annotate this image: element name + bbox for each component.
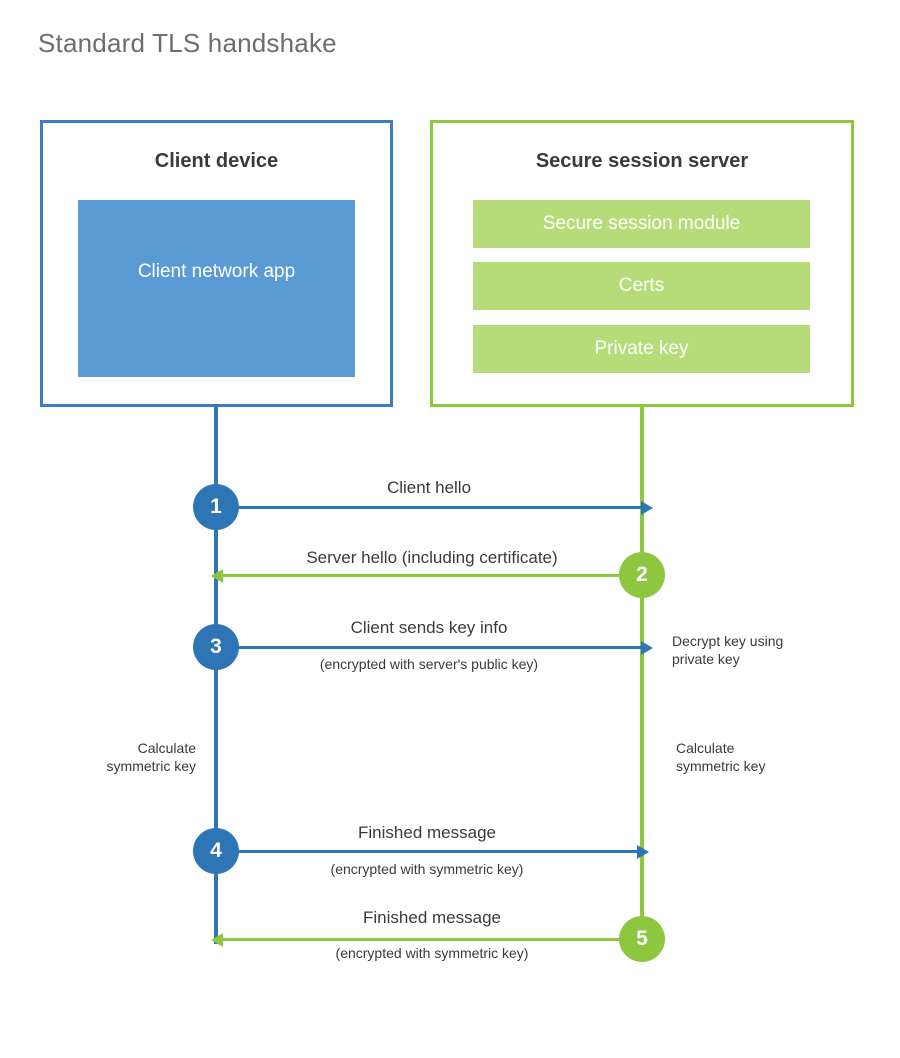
client-device-title: Client device	[154, 150, 279, 172]
client-network-app-block: Client network app	[78, 200, 355, 377]
step-marker-3: 3	[193, 624, 239, 670]
secure-session-server-box: Secure session server Secure session mod…	[430, 120, 854, 407]
page-title: Standard TLS handshake	[38, 28, 337, 58]
annotation-decrypt-key: Decrypt key using private key	[672, 633, 784, 668]
client-device-box: Client device Client network app	[40, 120, 393, 407]
step-1-arrow	[216, 500, 653, 515]
step-4-label: Finished message (encrypted with symmetr…	[216, 823, 638, 878]
step-1-label: Client hello	[216, 478, 642, 498]
annotation-calculate-symmetric-key-client: Calculate symmetric key	[106, 740, 196, 775]
step-4-primary-text: Finished message	[358, 823, 496, 842]
server-block-private-key: Private key	[473, 325, 810, 373]
step-5-arrow	[211, 932, 642, 947]
step-3-secondary-text: (encrypted with server's public key)	[319, 656, 539, 673]
server-block-certs: Certs	[473, 262, 810, 310]
step-2-primary-text: Server hello (including certificate)	[306, 548, 558, 567]
step-5-primary-text: Finished message	[363, 908, 501, 927]
step-3-arrow	[216, 640, 653, 655]
step-3-label: Client sends key info (encrypted with se…	[216, 618, 642, 673]
secure-session-server-title: Secure session server	[535, 150, 749, 172]
client-lifeline	[214, 404, 218, 944]
step-3-primary-text: Client sends key info	[350, 618, 508, 637]
server-lifeline	[640, 404, 644, 939]
step-marker-4: 4	[193, 828, 239, 874]
step-5-secondary-text: (encrypted with symmetric key)	[335, 945, 529, 962]
step-4-secondary-text: (encrypted with symmetric key)	[330, 861, 524, 878]
step-marker-5: 5	[619, 916, 665, 962]
step-marker-2: 2	[619, 552, 665, 598]
server-block-secure-session-module: Secure session module	[473, 200, 810, 248]
step-5-label: Finished message (encrypted with symmetr…	[222, 908, 642, 962]
annotation-calculate-symmetric-key-server: Calculate symmetric key	[676, 740, 766, 775]
step-2-arrow	[211, 568, 642, 583]
step-4-arrow	[216, 844, 649, 859]
step-2-label: Server hello (including certificate)	[222, 548, 642, 568]
step-1-primary-text: Client hello	[386, 478, 472, 497]
step-marker-1: 1	[193, 484, 239, 530]
